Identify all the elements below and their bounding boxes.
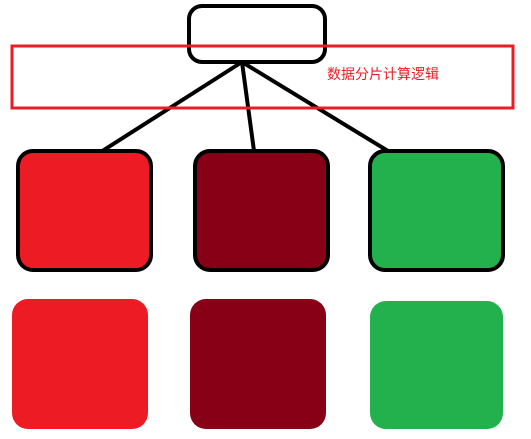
bottom-block-dark-red [190, 299, 326, 429]
annotation-frame [10, 44, 515, 110]
top-block-red [16, 149, 153, 272]
top-block-green [368, 149, 505, 272]
annotation-label: 数据分片计算逻辑 [327, 67, 439, 83]
top-block-dark-red [193, 149, 330, 272]
bottom-block-green [370, 301, 503, 429]
root-node [187, 4, 327, 64]
bottom-block-red [12, 299, 148, 429]
